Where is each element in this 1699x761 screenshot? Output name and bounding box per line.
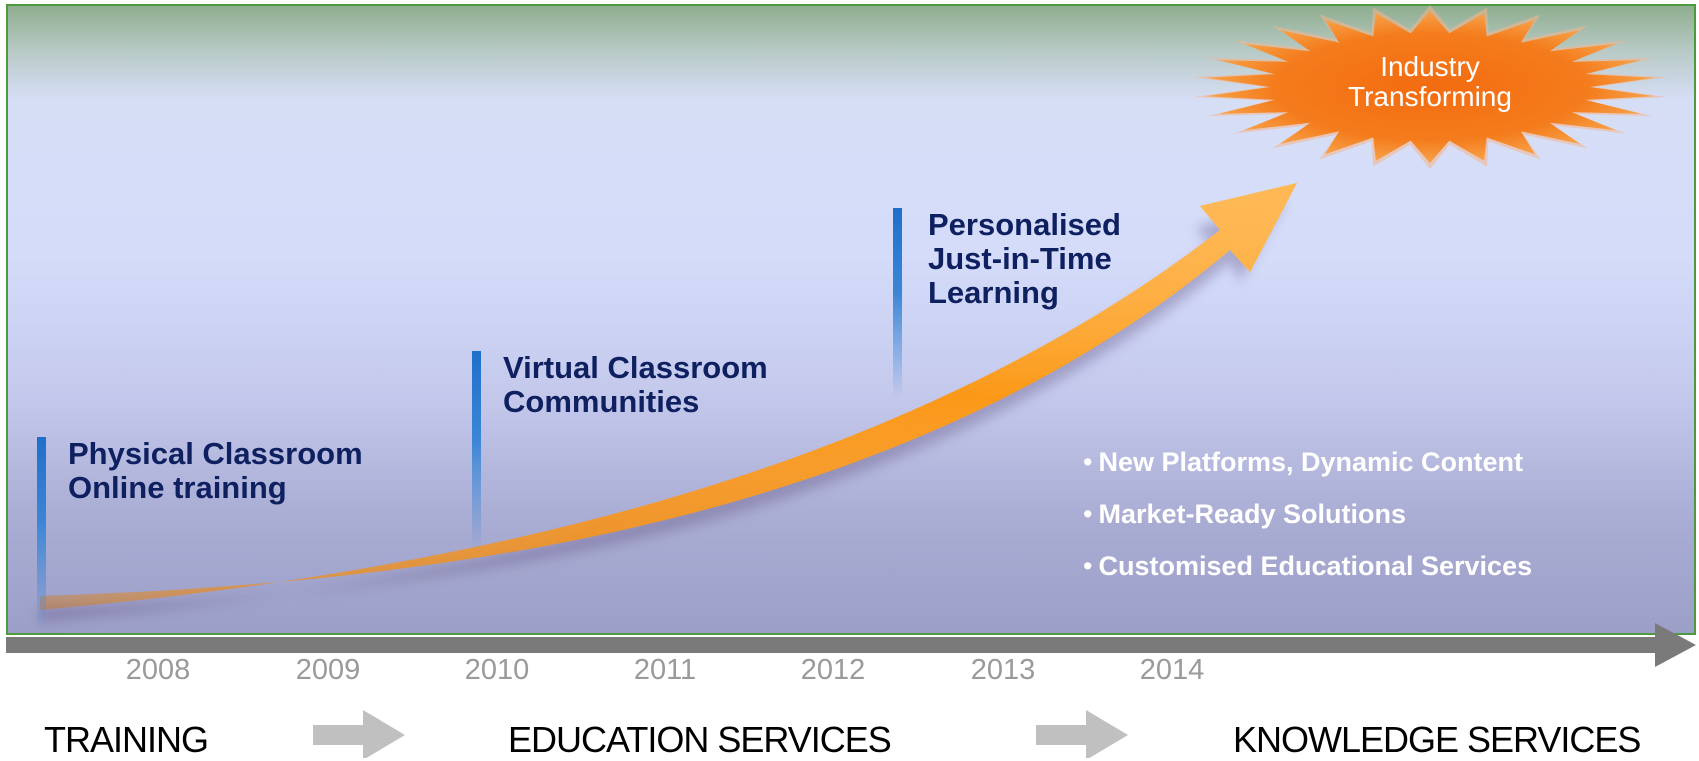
- milestone-3-line-3: Learning: [928, 275, 1059, 310]
- benefit-item: •New Platforms, Dynamic Content: [1083, 447, 1524, 477]
- milestone-bar-2: [472, 351, 481, 551]
- year-label: 2008: [125, 654, 191, 686]
- milestone-1-line-2: Online training: [68, 470, 287, 505]
- year-label: 2012: [800, 654, 866, 686]
- milestone-2-line-2: Communities: [503, 384, 700, 419]
- year-label: 2013: [970, 654, 1036, 686]
- benefit-item: •Market-Ready Solutions: [1083, 499, 1407, 529]
- phase-training: TRAINING: [44, 719, 209, 760]
- phase-arrow-2: [1036, 710, 1128, 758]
- milestone-1-line-1: Physical Classroom: [68, 436, 363, 471]
- milestone-bar-3: [893, 208, 902, 398]
- milestone-bar-1: [37, 437, 46, 630]
- benefit-text: Market-Ready Solutions: [1098, 499, 1407, 529]
- year-label: 2010: [464, 654, 530, 686]
- milestone-label-3: Personalised Just-in-Time Learning: [928, 208, 1121, 310]
- burst-shape: [1205, 11, 1655, 163]
- benefit-text: Customised Educational Services: [1098, 551, 1533, 581]
- phase-education-services: EDUCATION SERVICES: [508, 719, 892, 760]
- milestone-2-line-1: Virtual Classroom: [503, 350, 768, 385]
- benefits-list: •New Platforms, Dynamic Content •Market-…: [1083, 446, 1532, 602]
- milestone-3-line-2: Just-in-Time: [928, 241, 1112, 276]
- year-label: 2011: [633, 654, 697, 686]
- burst-line-1: Industry: [1380, 51, 1480, 82]
- benefit-text: New Platforms, Dynamic Content: [1098, 447, 1524, 477]
- milestone-3-line-1: Personalised: [928, 207, 1121, 242]
- benefit-item: •Customised Educational Services: [1083, 551, 1533, 581]
- phase-arrow-1: [313, 710, 405, 758]
- timeline-arrow: [6, 623, 1696, 667]
- phase-knowledge-services: KNOWLEDGE SERVICES: [1233, 719, 1641, 760]
- milestone-label-2: Virtual Classroom Communities: [503, 351, 768, 419]
- year-label: 2014: [1139, 654, 1205, 686]
- year-label: 2009: [295, 654, 361, 686]
- burst-label: Industry Transforming: [1310, 52, 1550, 112]
- milestone-label-1: Physical Classroom Online training: [68, 437, 363, 505]
- burst-line-2: Transforming: [1348, 81, 1512, 112]
